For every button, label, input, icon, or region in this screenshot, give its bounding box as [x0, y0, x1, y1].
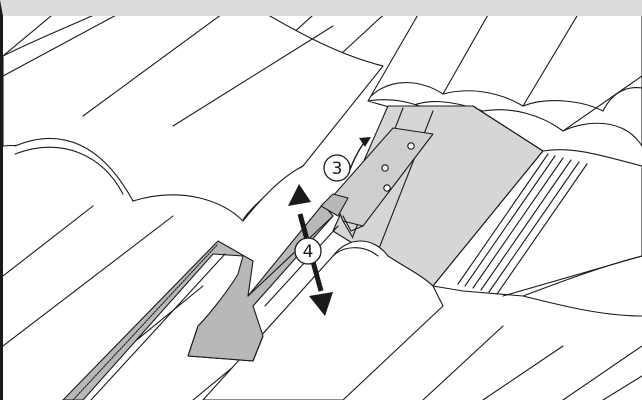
right-ridge-section	[432, 149, 642, 317]
lower-tile	[202, 240, 444, 400]
callout-3-label: 3	[332, 159, 343, 179]
roof-hook	[62, 203, 339, 400]
hook-bracket	[320, 127, 434, 239]
callout-3: 3	[323, 154, 351, 182]
diagram-canvas: 3 4	[3, 16, 642, 400]
callout-4-label: 4	[303, 242, 314, 262]
upper-left-tiles	[3, 16, 384, 222]
callout-4: 4	[294, 237, 322, 265]
